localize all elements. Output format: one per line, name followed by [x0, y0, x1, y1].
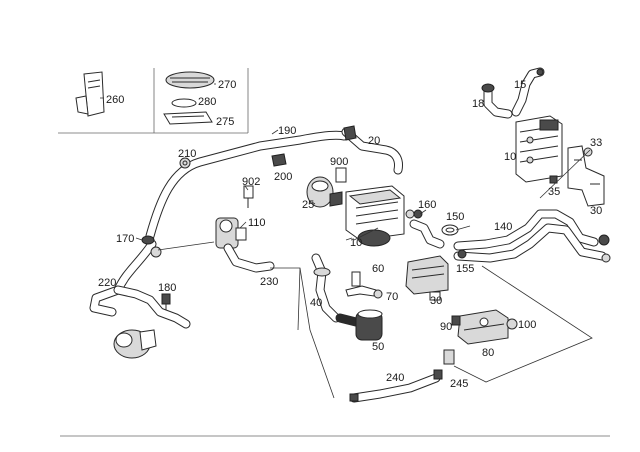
- label-70: 70: [386, 291, 398, 303]
- label-80: 80: [482, 347, 494, 359]
- pump-220: [113, 329, 157, 359]
- label-25: 25: [302, 199, 314, 211]
- label-90: 90: [440, 321, 452, 333]
- inset-frame: [58, 68, 249, 134]
- heater-module-10: [345, 185, 415, 247]
- module-30a: [405, 255, 449, 301]
- bracket-30b: [567, 145, 605, 207]
- label-900: 900: [330, 156, 348, 168]
- heater-10b: [515, 115, 563, 183]
- pipe-160: [409, 209, 445, 249]
- label-50: 50: [372, 341, 384, 353]
- label-230: 230: [260, 276, 278, 288]
- label-100: 100: [518, 319, 536, 331]
- label-35: 35: [548, 186, 560, 198]
- label-30b: 30: [590, 205, 602, 217]
- label-30a: 30: [430, 295, 442, 307]
- part-270-cover: [165, 71, 215, 89]
- part-260-bracket: [75, 71, 105, 117]
- label-10a: 10: [350, 237, 362, 249]
- label-275: 275: [216, 116, 234, 128]
- part-275-tray: [163, 111, 213, 125]
- label-170: 170: [116, 233, 134, 245]
- label-210: 210: [178, 148, 196, 160]
- label-155: 155: [456, 263, 474, 275]
- label-220: 220: [98, 277, 116, 289]
- label-15: 15: [514, 79, 526, 91]
- connector-155: [457, 249, 467, 259]
- label-110: 110: [248, 217, 266, 229]
- clip-245: [443, 349, 455, 365]
- label-245: 245: [450, 378, 468, 390]
- hose-40: [311, 253, 341, 323]
- label-270: 270: [218, 79, 236, 91]
- hose-220: [89, 239, 191, 329]
- label-33: 33: [590, 137, 602, 149]
- bolt-902: [243, 185, 254, 208]
- hose-20: [341, 125, 403, 175]
- part-280-seal: [171, 98, 197, 108]
- label-280: 280: [198, 96, 216, 108]
- connector-900: [335, 167, 347, 183]
- pipe-15: [511, 67, 545, 117]
- pump-25: [306, 176, 343, 208]
- label-40: 40: [310, 297, 322, 309]
- clip-170: [141, 235, 162, 258]
- label-10b: 10: [504, 151, 516, 163]
- label-902: 902: [242, 176, 260, 188]
- label-18: 18: [472, 98, 484, 110]
- sensor-180: [161, 293, 171, 310]
- valve-110: [215, 217, 247, 249]
- bracket-60: [345, 271, 377, 297]
- nut-90: [451, 315, 461, 326]
- hose-230: [223, 243, 275, 273]
- clip-100: [506, 318, 518, 330]
- label-260: 260: [106, 94, 124, 106]
- pipe-18: [481, 83, 513, 119]
- bracket-80: [457, 309, 509, 345]
- label-60: 60: [372, 263, 384, 275]
- seal-150: [441, 224, 459, 236]
- label-190: 190: [278, 125, 296, 137]
- nut-35: [549, 175, 558, 184]
- label-160: 160: [418, 199, 436, 211]
- label-150: 150: [446, 211, 464, 223]
- hose-190: [145, 130, 349, 241]
- actuator-50: [335, 309, 383, 341]
- part-labels: 260 270 280 275 190 20 210 900 200 902 2…: [98, 79, 602, 390]
- label-240: 240: [386, 372, 404, 384]
- label-140: 140: [494, 221, 512, 233]
- clip-70: [373, 289, 383, 299]
- clip-210: [179, 157, 191, 169]
- hose-140: [453, 209, 611, 263]
- label-200: 200: [274, 171, 292, 183]
- label-leaders: [100, 83, 591, 241]
- clip-200: [271, 153, 287, 167]
- line-240: [349, 369, 443, 403]
- label-180: 180: [158, 282, 176, 294]
- leader-lines: [157, 227, 593, 399]
- label-20: 20: [368, 135, 380, 147]
